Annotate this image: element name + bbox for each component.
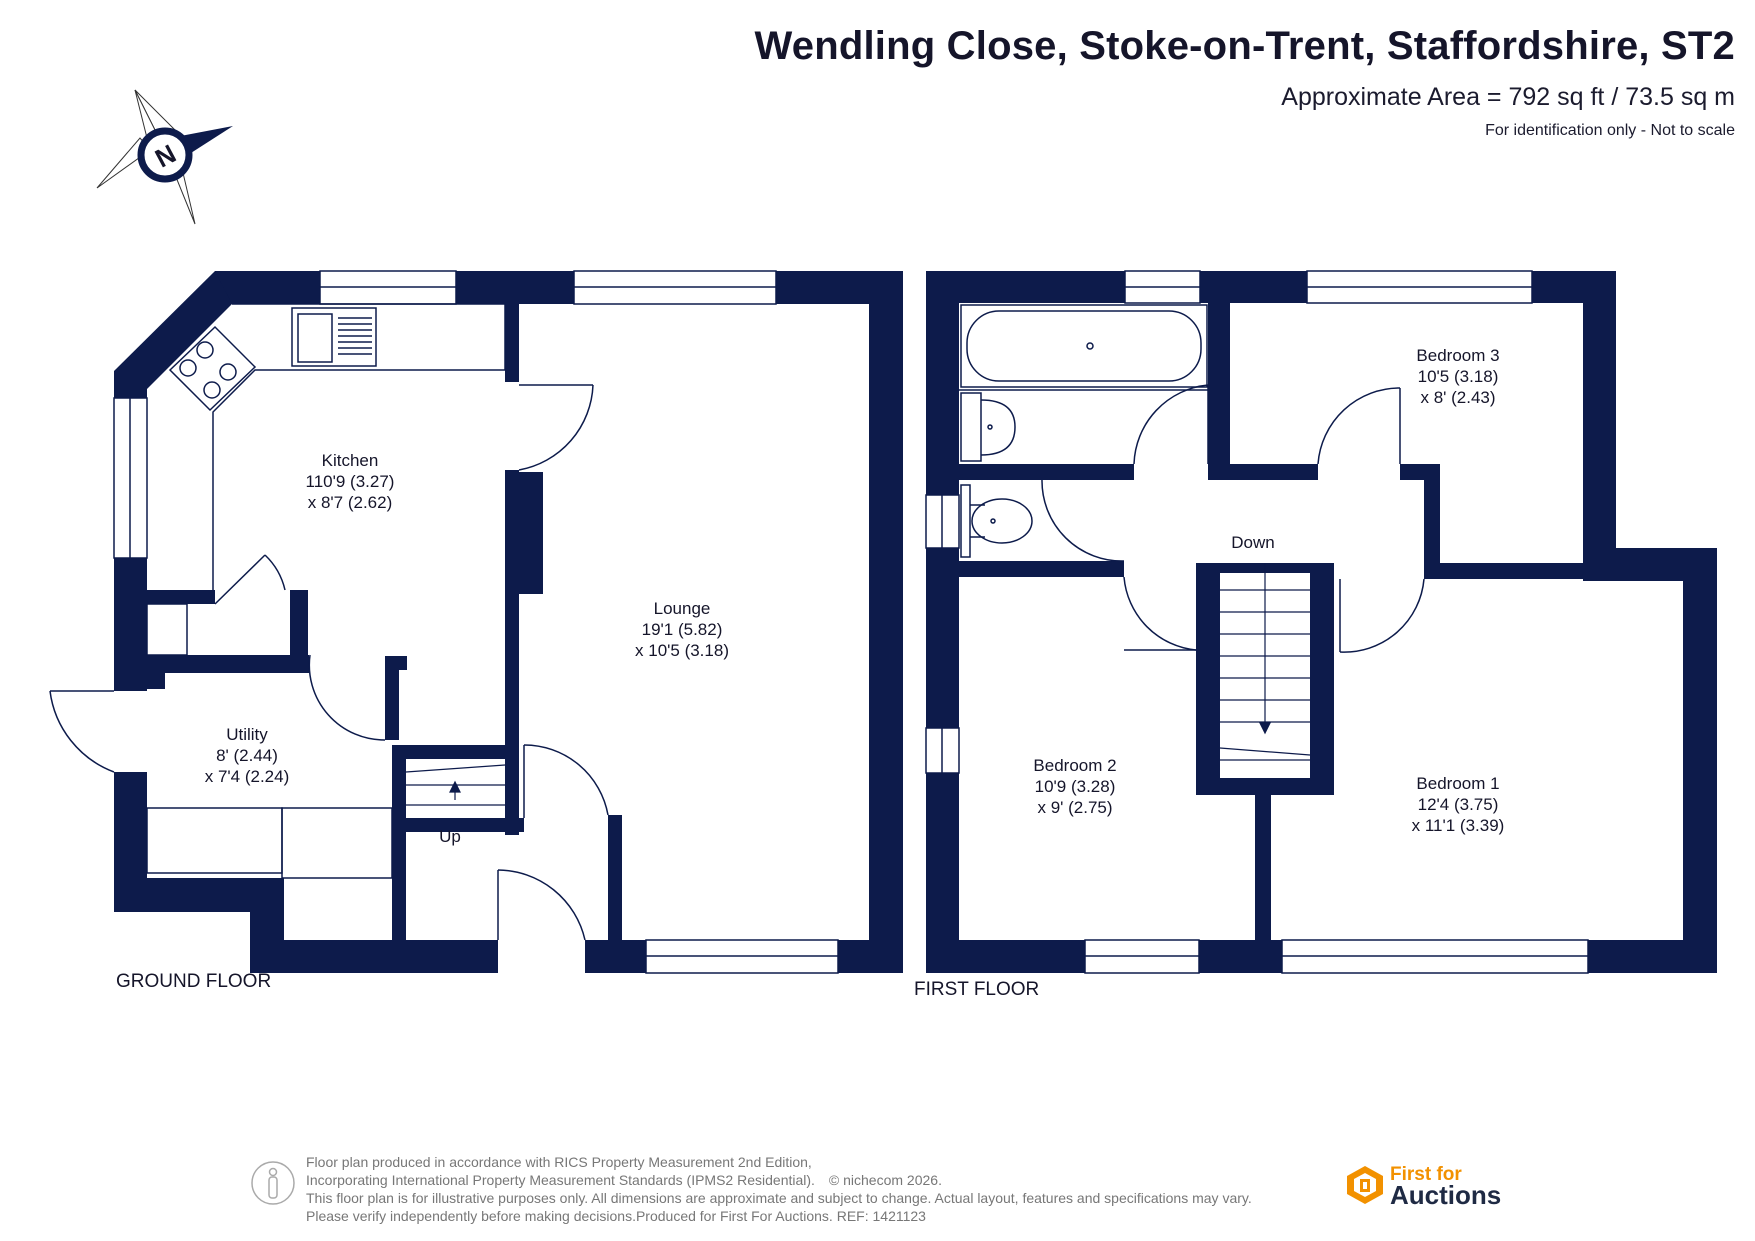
- bedroom2-name: Bedroom 2: [1033, 756, 1116, 775]
- ground-floor-windows: [113, 270, 839, 974]
- kitchen-fixtures: [146, 303, 506, 879]
- lounge-dim2: x 10'5 (3.18): [635, 641, 729, 660]
- footer-disclaimer: Floor plan produced in accordance with R…: [306, 1153, 1346, 1225]
- page-title: Wendling Close, Stoke-on-Trent, Stafford…: [754, 24, 1735, 68]
- footer-copyright: © nichecom 2026.: [828, 1172, 942, 1188]
- approximate-area: Approximate Area = 792 sq ft / 73.5 sq m: [1281, 83, 1735, 111]
- ground-floor-label: GROUND FLOOR: [116, 971, 271, 992]
- utility-dim1: 8' (2.44): [216, 746, 278, 765]
- stairs-up-label: Up: [439, 827, 461, 846]
- bedroom2-dim1: 10'9 (3.28): [1035, 777, 1116, 796]
- first-floor-windows: [925, 270, 1589, 974]
- bedroom2-dim2: x 9' (2.75): [1037, 798, 1112, 817]
- logo-line1: First for: [1390, 1164, 1462, 1185]
- logo-text: First for Auctions: [1390, 1164, 1502, 1210]
- first-floor-label: FIRST FLOOR: [914, 979, 1039, 1000]
- person-icon: [250, 1160, 296, 1211]
- ground-floor-plan: [114, 271, 903, 973]
- logo-line2: Auctions: [1390, 1180, 1502, 1210]
- bedroom3-dim1: 10'5 (3.18): [1418, 367, 1499, 386]
- ground-stairs: [405, 764, 506, 806]
- footer-line2: Incorporating International Property Mea…: [306, 1172, 815, 1188]
- utility-name: Utility: [226, 725, 268, 744]
- footer-line2-row: Incorporating International Property Mea…: [306, 1171, 1346, 1189]
- identification-note: For identification only - Not to scale: [1485, 122, 1735, 139]
- bedroom1-dim2: x 11'1 (3.39): [1412, 816, 1505, 835]
- compass-icon: N: [96, 89, 233, 225]
- bathroom-fixtures: [959, 304, 1208, 558]
- auctions-logo-icon: [1347, 1166, 1383, 1204]
- kitchen-name: Kitchen: [322, 451, 379, 470]
- first-for-auctions-logo: First for Auctions: [1346, 1164, 1502, 1210]
- footer-line3: This floor plan is for illustrative purp…: [306, 1190, 1252, 1206]
- utility-dim2: x 7'4 (2.24): [205, 767, 290, 786]
- lounge-name: Lounge: [654, 599, 711, 618]
- stairs-down-label: Down: [1231, 533, 1274, 552]
- ground-floor-doors: [49, 384, 609, 941]
- kitchen-dim2: x 8'7 (2.62): [308, 493, 393, 512]
- bedroom3-name: Bedroom 3: [1416, 346, 1499, 365]
- first-floor-stairs: [1219, 563, 1311, 761]
- bedroom1-name: Bedroom 1: [1416, 774, 1499, 793]
- footer-line4: Please verify independently before makin…: [306, 1208, 926, 1224]
- footer-line1: Floor plan produced in accordance with R…: [306, 1154, 812, 1170]
- header: Wendling Close, Stoke-on-Trent, Stafford…: [755, 24, 1735, 140]
- first-floor-doors: [1041, 384, 1425, 653]
- lounge-dim1: 19'1 (5.82): [642, 620, 723, 639]
- kitchen-dim1: 110'9 (3.27): [306, 472, 395, 491]
- bedroom1-dim1: 12'4 (3.75): [1418, 795, 1499, 814]
- bedroom3-dim2: x 8' (2.43): [1420, 388, 1495, 407]
- first-floor-plan: [926, 271, 1717, 973]
